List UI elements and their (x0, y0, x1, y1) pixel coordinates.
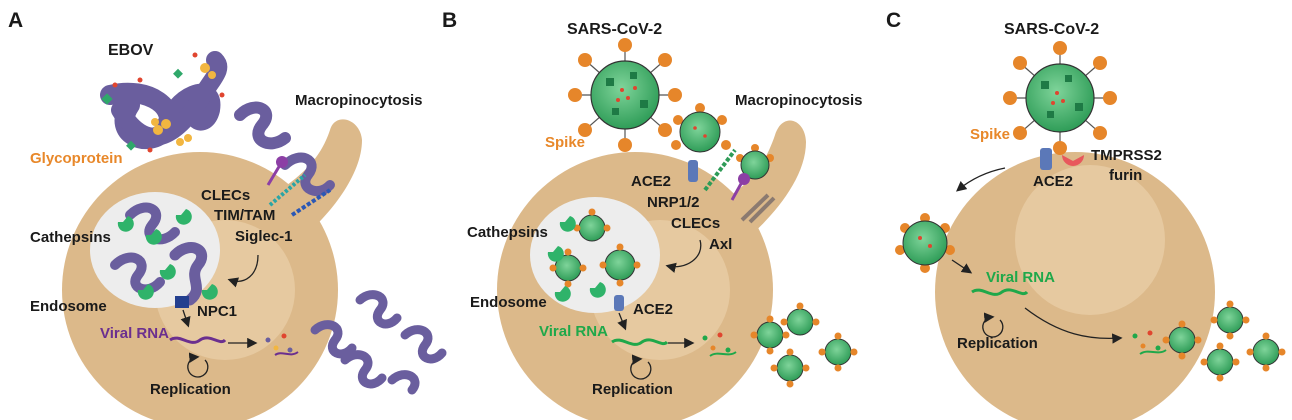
spike-label-c: Spike (970, 126, 1011, 143)
replication-label-c: Replication (957, 335, 1038, 352)
sars-endosome-3 (573, 208, 611, 242)
clec-receptor-b (730, 173, 750, 201)
panel-letter-c: C (886, 9, 902, 32)
nrp-receptor-b (703, 148, 737, 192)
viral-rna-label-b: Viral RNA (539, 323, 608, 340)
cathepsins-label-a: Cathepsins (30, 229, 111, 246)
receptor-label-siglec-a: Siglec-1 (235, 228, 293, 245)
endosome-label-a: Endosome (30, 298, 107, 315)
ebov-endosome-1 (125, 202, 180, 245)
clec-receptor-a (266, 156, 288, 186)
ace2-label-c: ACE2 (1033, 173, 1074, 190)
receptor-label-ace2-b: ACE2 (631, 173, 672, 190)
entry-arrow-c (956, 167, 1006, 192)
ebov-released-4 (400, 325, 447, 364)
cathepsins-label-b: Cathepsins (467, 224, 548, 241)
npc1-label: NPC1 (197, 303, 238, 320)
ace2-endosome-b (614, 295, 624, 311)
receptor-label-axl-b: Axl (709, 236, 733, 253)
panel-letter-a: A (8, 9, 24, 32)
fusion-arrow-a (180, 309, 191, 328)
replication-loop-c (982, 312, 1004, 338)
replication-loop-a (187, 352, 209, 378)
ebov-released-3 (340, 350, 387, 389)
receptor-label-nrp-b: NRP1/2 (647, 194, 700, 211)
panel-a (62, 51, 447, 420)
entry-arrow-a (227, 254, 259, 288)
glycoprotein-label: Glycoprotein (30, 150, 123, 167)
sars-virion-entering-c (895, 213, 955, 273)
npc1-transporter (175, 296, 189, 308)
panel-letter-b: B (442, 9, 458, 32)
ace2-receptor-c (1040, 148, 1052, 170)
sars-virion-macro-b (736, 144, 774, 180)
ace2-receptor-b (688, 160, 698, 182)
ebov-virion-macro (280, 152, 335, 196)
fusion-arrow-b (617, 312, 627, 331)
panel-b (497, 38, 858, 420)
sars-released-b (750, 302, 858, 388)
spike-label-b: Spike (545, 134, 586, 151)
fusion-arrow-c (951, 259, 973, 274)
ebov-released-5 (387, 370, 420, 395)
replication-label-a: Replication (150, 381, 231, 398)
replication-label-b: Replication (592, 381, 673, 398)
sars-released-c (1162, 300, 1286, 382)
glycoprotein-red-a (112, 52, 225, 153)
assembly-arrow-c (1024, 307, 1123, 344)
entry-arrow-b (665, 239, 702, 273)
panel-c (895, 41, 1286, 420)
assembly-particles-c (1132, 330, 1167, 355)
viral-rna-c (971, 288, 1029, 296)
receptor-label-clecs-b: CLECs (671, 215, 721, 232)
sars-virion-large-c (1003, 41, 1117, 155)
sars-endosome-2 (599, 243, 641, 287)
sars-endosome-1 (549, 248, 587, 288)
cathepsins-b (547, 216, 606, 302)
assembly-particles-a (265, 333, 299, 356)
ace2-endosome-label-b: ACE2 (633, 301, 674, 318)
macropinocytosis-label-a: Macropinocytosis (295, 92, 423, 109)
replication-loop-b (630, 354, 652, 380)
receptor-label-clecs-a: CLECs (201, 187, 251, 204)
virus-name-c: SARS-CoV-2 (1004, 21, 1100, 38)
sars-virion-large-b (568, 38, 682, 152)
ebov-virion-large-2 (111, 51, 228, 146)
ebov-released-2 (355, 290, 402, 329)
virus-name-a: EBOV (108, 42, 154, 59)
cathepsins-a (117, 209, 218, 300)
ebov-virion-membrane (234, 101, 291, 150)
viral-rna-a (169, 336, 227, 344)
receptor-label-timtam-a: TIM/TAM (214, 207, 276, 224)
siglec-receptor-a (290, 188, 332, 217)
tim-tam-receptor-a (268, 173, 307, 207)
viral-rna-label-a: Viral RNA (100, 325, 169, 342)
macropinocytosis-label-b: Macropinocytosis (735, 92, 863, 109)
furin-label: furin (1109, 167, 1143, 184)
virus-name-b: SARS-CoV-2 (567, 21, 663, 38)
glycoprotein-dots-a (151, 63, 216, 146)
tmprss2-protease (1062, 155, 1084, 166)
ebov-released-1 (310, 320, 357, 359)
tmprss2-label: TMPRSS2 (1091, 147, 1162, 164)
sars-virion-membrane-b (671, 103, 731, 153)
viral-rna-label-c: Viral RNA (986, 269, 1055, 286)
viral-rna-b (611, 338, 669, 346)
ebov-endosome-3 (169, 242, 208, 306)
nucleus-c (1015, 165, 1165, 315)
axl-receptor-b (740, 193, 776, 224)
endosome-label-b: Endosome (470, 294, 547, 311)
assembly-particles-b (702, 332, 737, 357)
